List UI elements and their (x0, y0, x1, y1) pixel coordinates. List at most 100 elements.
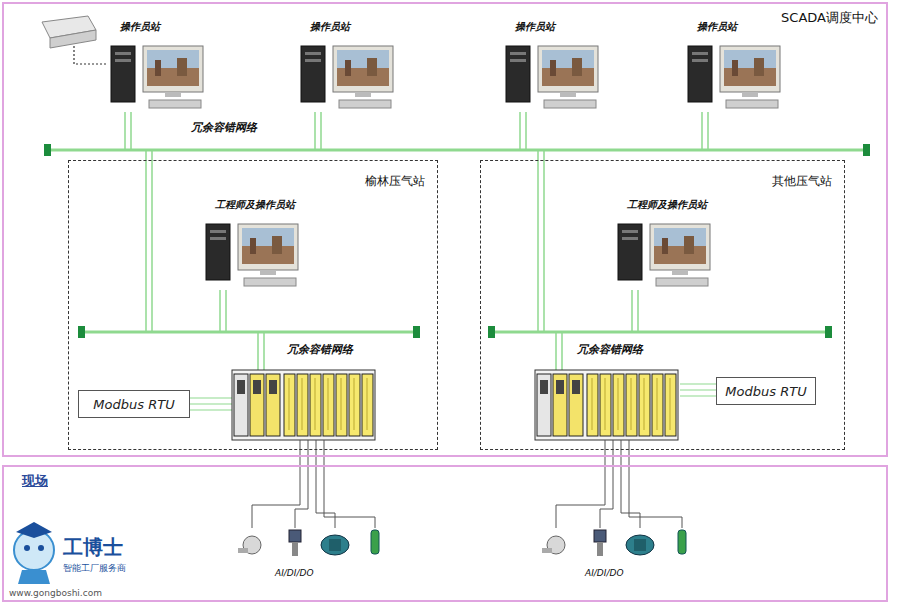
field-wire (556, 440, 605, 528)
io-label: AI/DI/DO (584, 568, 624, 578)
plc-backplane (535, 370, 678, 440)
motor-symbol (626, 535, 654, 555)
field-wire (621, 440, 640, 528)
network-cable (561, 332, 563, 372)
watermark-slogan: 智能工厂服务商 (62, 562, 127, 575)
network-label: 冗余容错网络 (286, 342, 354, 357)
watermark-url: www.gongboshi.com (8, 588, 103, 598)
motor-symbol (634, 539, 646, 551)
serial-cable (190, 409, 232, 410)
plc-module-face (253, 380, 261, 394)
serial-cable (680, 395, 716, 396)
protocol-label: Modbus RTU (93, 397, 174, 412)
network-cable (637, 290, 639, 332)
watermark-brand: 工博士 (62, 534, 124, 561)
network-cable (537, 150, 539, 332)
workstation-icon (502, 24, 602, 116)
network-bus (48, 149, 866, 152)
network-cable (219, 290, 221, 332)
plc-cpu-module (250, 374, 264, 436)
plc-backplane (232, 370, 375, 440)
plc-io-module (323, 374, 334, 436)
io-label: AI/DI/DO (274, 568, 314, 578)
motor-symbol (329, 539, 341, 551)
bus-terminator (413, 326, 420, 338)
plc-module-face (354, 378, 355, 430)
workstation: 工程师及操作员站 (200, 198, 320, 290)
workstation-icon (614, 202, 714, 294)
plc-module-face (289, 378, 290, 430)
workstation: 工程师及操作员站 (612, 198, 732, 290)
network-cable (130, 112, 132, 150)
plc-rack (232, 370, 375, 440)
field-wire (295, 440, 308, 528)
motor-symbol (321, 535, 349, 555)
plc-io-module (336, 374, 347, 436)
station-label: 操作员站 (119, 20, 161, 34)
plc-module-face (631, 378, 632, 430)
watermark-logo (14, 522, 54, 584)
bus-terminator (78, 326, 85, 338)
plc-module-face (605, 378, 606, 430)
logo-eye (24, 545, 30, 551)
station-label: 操作员站 (514, 20, 556, 34)
plc-io-module (626, 374, 637, 436)
pressure-gauge (238, 548, 248, 553)
proximity-sensor (678, 530, 686, 554)
logo-eye (38, 545, 44, 551)
plc-module-face (302, 378, 303, 430)
region-frame: 现场 (2, 465, 888, 602)
plc-rack (535, 370, 678, 440)
plc-io-module (600, 374, 611, 436)
field-wire (600, 440, 613, 528)
plc-io-module (665, 374, 676, 436)
plc-cpu-module (553, 374, 567, 436)
plc-cpu-module (234, 374, 248, 436)
plc-cpu-module (266, 374, 280, 436)
workstation-icon (297, 24, 397, 116)
plc-module-face (328, 378, 329, 430)
workstation-icon (107, 24, 207, 116)
plc-module-face (269, 380, 277, 394)
serial-cable (190, 403, 232, 404)
plc-module-face (367, 378, 368, 430)
protocol-label: Modbus RTU (725, 384, 806, 399)
serial-cable (680, 383, 716, 384)
network-cable (124, 112, 126, 150)
region-title: 榆林压气站 (365, 173, 425, 190)
plc-io-module (652, 374, 663, 436)
field-devices (238, 530, 379, 556)
station-label: 工程师及操作员站 (626, 198, 708, 212)
network-cable (320, 112, 322, 150)
plc-io-module (284, 374, 295, 436)
network-cable (151, 150, 153, 332)
network-bus (492, 331, 828, 334)
plc-module-face (556, 380, 564, 394)
network-cable (263, 332, 265, 372)
plc-module-face (618, 378, 619, 430)
network-cable (225, 290, 227, 332)
plc-io-module (349, 374, 360, 436)
field-wire (324, 440, 375, 528)
station-label: 工程师及操作员站 (214, 198, 296, 212)
protocol-box: Modbus RTU (716, 377, 816, 405)
field-devices (542, 530, 686, 556)
protocol-box: Modbus RTU (78, 390, 190, 418)
station-label: 操作员站 (696, 20, 738, 34)
plc-module-face (341, 378, 342, 430)
plc-module-face (592, 378, 593, 430)
bus-terminator (825, 326, 832, 338)
plc-module-face (657, 378, 658, 430)
network-cable (525, 112, 527, 150)
serial-cable (680, 389, 716, 390)
station-label: 操作员站 (309, 20, 351, 34)
field-wire (316, 440, 335, 528)
bus-terminator (488, 326, 495, 338)
logo-cap (16, 522, 52, 538)
transmitter (292, 542, 298, 556)
plc-module-face (572, 380, 580, 394)
field-wire (629, 440, 682, 528)
network-cable (701, 112, 703, 150)
plc-module-face (315, 378, 316, 430)
